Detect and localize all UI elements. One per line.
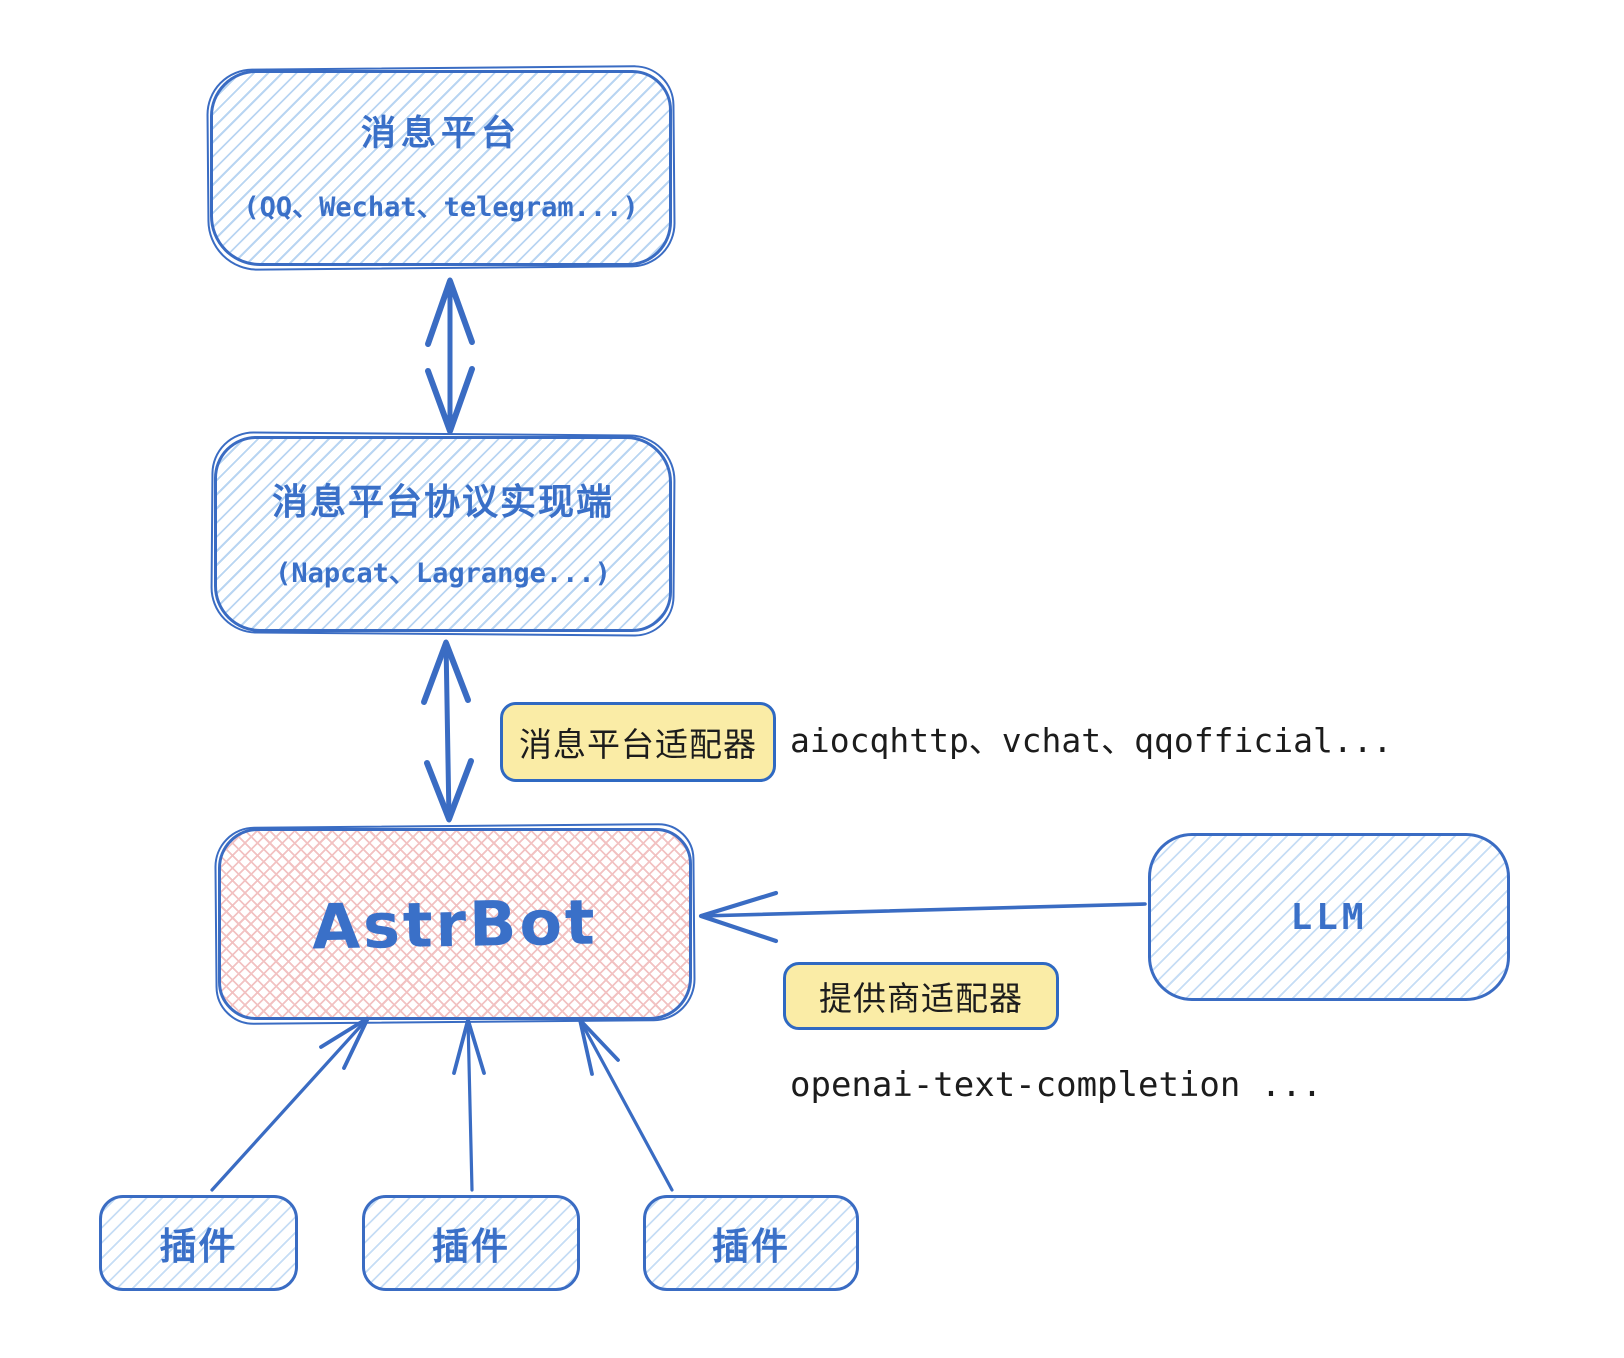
node-protocol-client: 消息平台协议实现端 (Napcat、Lagrange...) — [214, 436, 672, 632]
node-plugin-3: 插件 — [643, 1195, 859, 1291]
arrow-platform-protocol — [425, 277, 475, 435]
node-astrbot: AstrBot — [218, 828, 692, 1020]
protocol-client-subtitle: (Napcat、Lagrange...) — [275, 557, 611, 589]
arrow-protocol-astrbot — [421, 639, 474, 823]
node-plugin-2: 插件 — [362, 1195, 580, 1291]
llm-title: LLM — [1290, 896, 1368, 938]
node-plugin-1: 插件 — [99, 1195, 298, 1291]
arrow-plugin-2-astrbot — [452, 1018, 486, 1192]
node-message-platform: 消息平台 (QQ、Wechat、telegram...) — [210, 70, 672, 266]
node-llm: LLM — [1148, 833, 1510, 1001]
platform-adapter-label: 消息平台适配器 — [500, 702, 776, 782]
platform-adapter-examples: aiocqhttp、vchat、qqofficial... — [790, 721, 1393, 760]
message-platform-subtitle: (QQ、Wechat、telegram...) — [243, 192, 639, 224]
message-platform-title: 消息平台 — [360, 114, 521, 154]
astrbot-title: AstrBot — [311, 885, 599, 963]
provider-adapter-label-text: 提供商适配器 — [819, 980, 1023, 1017]
arrow-llm-astrbot — [698, 890, 1147, 944]
protocol-client-title: 消息平台协议实现端 — [271, 480, 614, 522]
platform-adapter-label-text: 消息平台适配器 — [519, 726, 757, 763]
plugin-2-label: 插件 — [432, 1226, 510, 1267]
arrow-plugin-3-astrbot — [578, 1018, 674, 1192]
provider-adapter-label: 提供商适配器 — [783, 962, 1059, 1030]
plugin-1-label: 插件 — [159, 1226, 238, 1267]
arrow-plugin-1-astrbot — [210, 1016, 370, 1192]
plugin-3-label: 插件 — [712, 1226, 790, 1267]
provider-adapter-examples: openai-text-completion ... — [790, 1065, 1323, 1105]
